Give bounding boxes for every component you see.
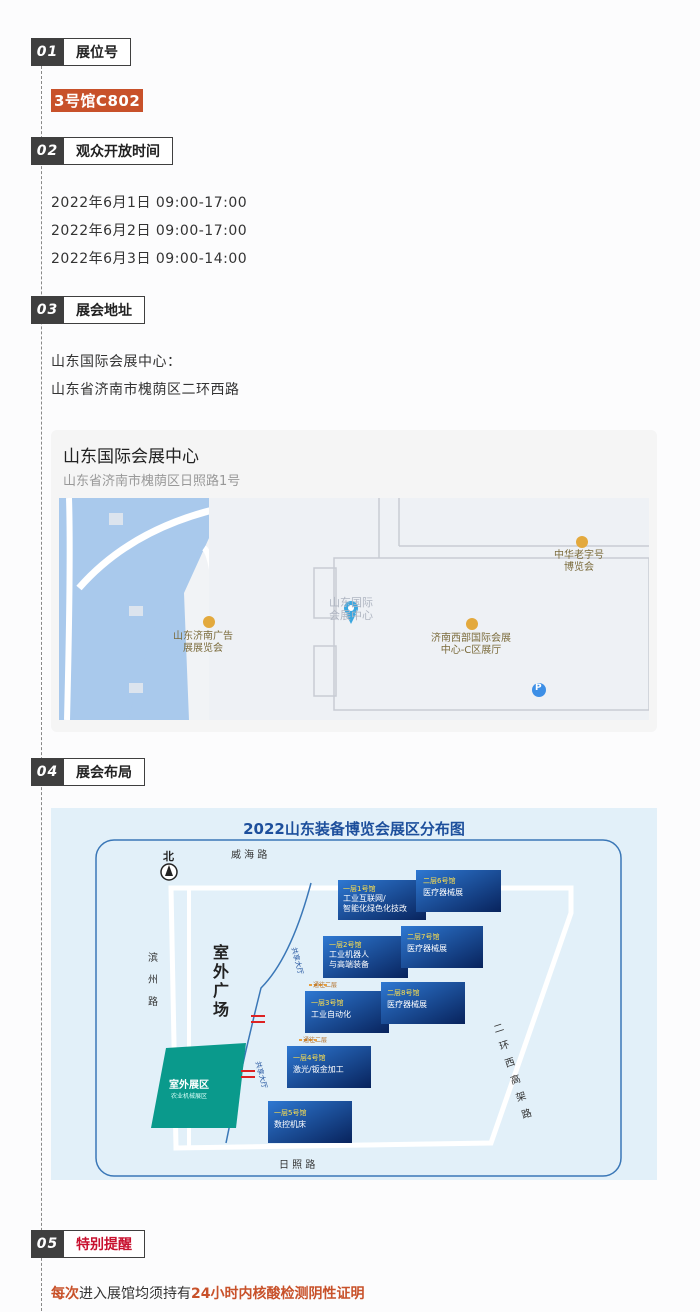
section-title: 特别提醒 [64,1230,145,1258]
hall-7: 二层7号馆 医疗器械展 [407,933,447,953]
address-line-1: 山东国际会展中心： [51,354,182,370]
section-header-address: 03 展会地址 [31,296,145,324]
notice-text: 每次进入展馆均须持有24小时内核酸检测阴性证明 [51,1283,364,1303]
section-title: 观众开放时间 [64,137,173,165]
section-number: 01 [31,38,64,66]
section-title: 展会地址 [64,296,145,324]
to-second-floor-2: 通往二层 [303,1037,328,1044]
hall-1: 一层1号馆 工业互联网/ 智能化绿色化技改 [343,885,407,913]
map-label-venue: 山东国际 会展中心 [329,596,373,622]
booth-number: 3号馆C802 [51,89,144,112]
address-line-2: 山东省济南市槐荫区二环西路 [51,382,240,398]
section-number: 05 [31,1230,64,1258]
map-svg [59,498,649,720]
section-header-hours: 02 观众开放时间 [31,137,173,165]
notice-middle: 进入展馆均须持有 [79,1286,191,1302]
hall-2: 一层2号馆 工业机器人 与高端装备 [329,941,369,969]
hall-3: 一层3号馆 工业自动化 [311,999,351,1019]
section-title: 展位号 [64,38,131,66]
section-header-layout: 04 展会布局 [31,758,145,786]
hours-line-2: 2022年6月2日 09:00-17:00 [51,223,248,239]
map-label-museum2: 山东济南广告 展展览会 [173,631,233,654]
plan-svg [95,839,622,1177]
to-second-floor-1: 通往二层 [313,982,338,989]
section-number: 04 [31,758,64,786]
map-label-museum1: 中华老字号 博览会 [554,550,604,573]
road-left: 滨 州 路 [148,953,158,1008]
map-label-museum3: 济南西部国际会展 中心-C区展厅 [431,633,511,656]
timeline-line [41,66,42,1312]
road-top: 威 海 路 [231,850,268,861]
section-header-booth: 01 展位号 [31,38,131,66]
hours-line-3: 2022年6月3日 09:00-14:00 [51,251,248,267]
notice-emphasis-1: 每次 [51,1286,79,1302]
section-number: 03 [31,296,64,324]
map-subtitle: 山东省济南市槐荫区日照路1号 [63,474,241,489]
road-bottom: 日 照 路 [279,1160,316,1171]
hall-4: 一层4号馆 激光/钣金加工 [293,1054,344,1074]
exhibition-layout-plan: 2022山东装备博览会展区分布图 北 威 海 路 日 照 路 滨 州 路 二 环… [51,808,657,1180]
hall-8: 二层8号馆 医疗器械展 [387,989,427,1009]
hours-line-1: 2022年6月1日 09:00-17:00 [51,195,248,211]
section-header-notice: 05 特别提醒 [31,1230,145,1258]
parking-icon: P [535,683,542,693]
hall-6: 二层6号馆 医疗器械展 [423,877,463,897]
section-number: 02 [31,137,64,165]
section-title: 展会布局 [64,758,145,786]
map-title: 山东国际会展中心 [63,447,199,467]
hall-5: 一层5号馆 数控机床 [274,1109,307,1129]
north-label: 北 [163,850,174,863]
notice-emphasis-2: 24小时内核酸检测阴性证明 [191,1286,365,1302]
outdoor-exhibit: 室外展区 农业机械展区 [169,1080,209,1100]
plan-title: 2022山东装备博览会展区分布图 [243,820,465,838]
map-view[interactable]: 山东国际 会展中心 中华老字号 博览会 山东济南广告 展展览会 济南西部国际会展… [59,498,649,720]
location-map-card[interactable]: 山东国际会展中心 山东省济南市槐荫区日照路1号 [51,430,657,732]
plaza-label: 室 外 广 场 [213,943,230,1019]
